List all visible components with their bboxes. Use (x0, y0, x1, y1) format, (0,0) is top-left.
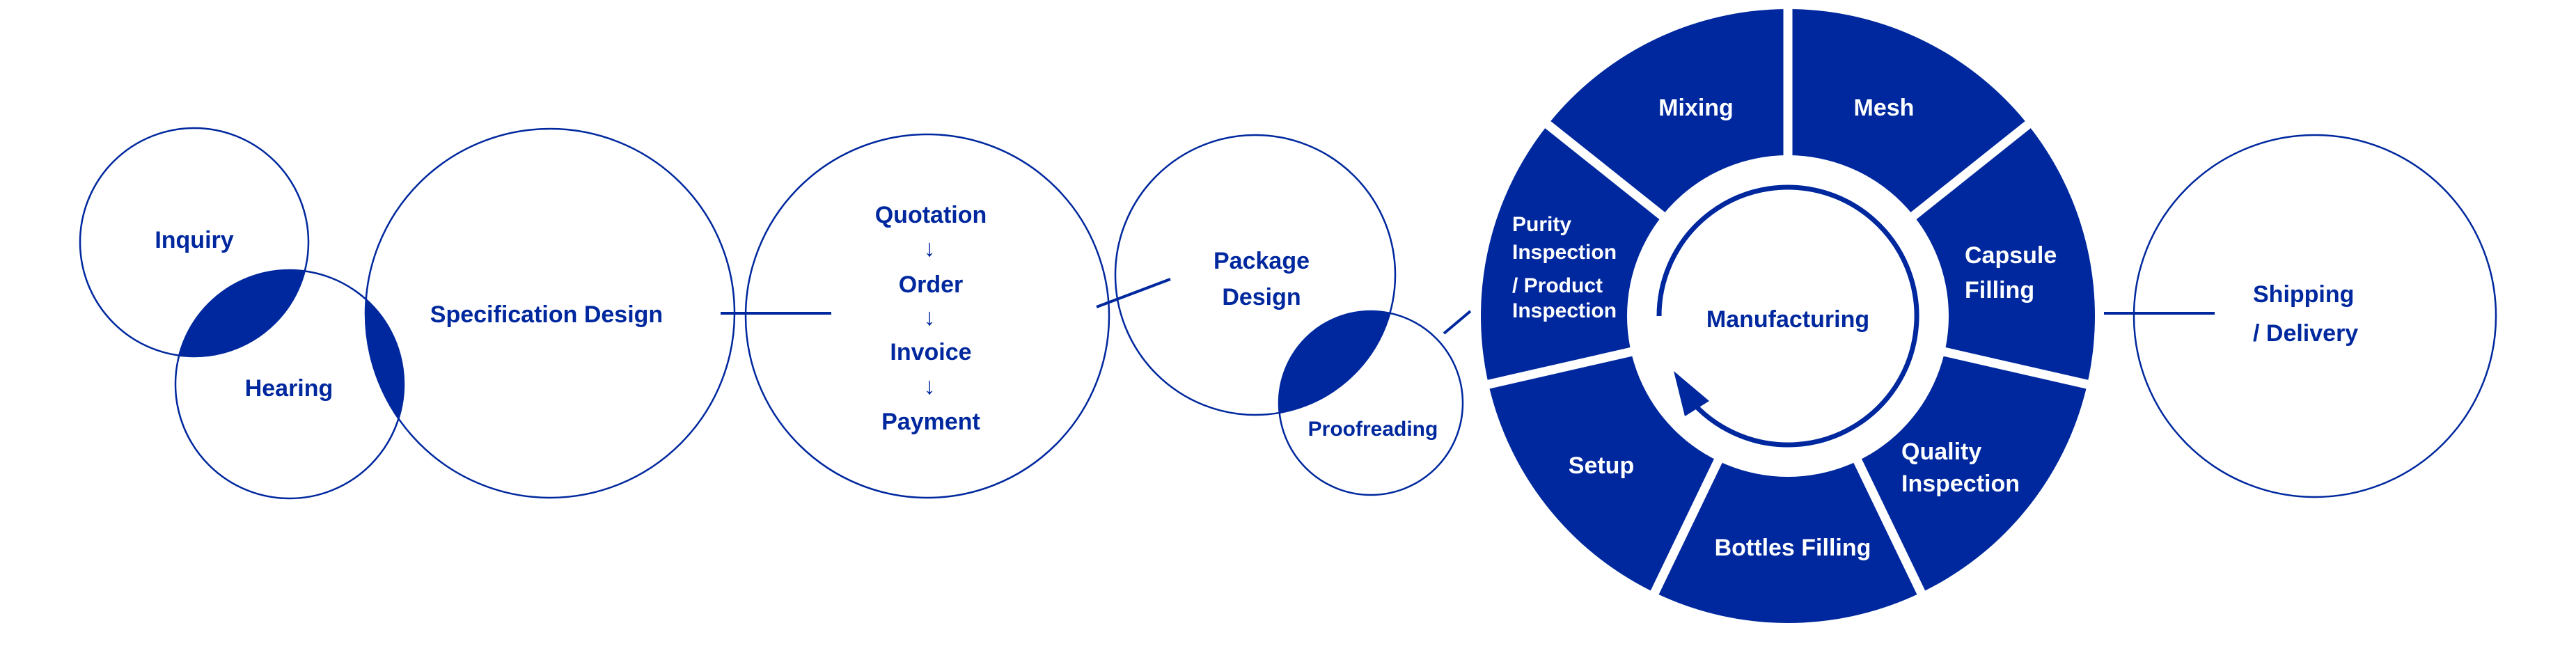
inquiry-circle (79, 127, 310, 358)
segment-purity-inspection: Purity (1512, 213, 1571, 236)
flow-invoice: Invoice (890, 339, 971, 365)
flow-order: Order (899, 271, 964, 298)
arrow-down-icon: ↓ (924, 235, 936, 262)
arrow-down-icon: ↓ (924, 304, 936, 331)
segment-mixing: Mixing (1658, 95, 1734, 121)
cycle-arrowhead-icon (1674, 371, 1709, 416)
segment-capsule-filling: Filling (1965, 277, 2034, 304)
segment-purity-inspection: Inspection (1512, 241, 1617, 264)
step-shipping: Shipping (2253, 281, 2354, 308)
segment-setup: Setup (1569, 452, 1634, 479)
segment-quality-inspection: Quality (1901, 439, 1981, 465)
segment-product-inspection: / Product (1512, 274, 1603, 297)
step-inquiry: Inquiry (155, 227, 233, 253)
wheel-center (1627, 155, 1949, 477)
step-package-design: Package (1214, 248, 1310, 274)
segment-product-inspection: Inspection (1512, 299, 1617, 322)
hearing-circle (174, 269, 405, 500)
cycle-arrow-arc (1656, 184, 1919, 448)
segment-quality-inspection: Inspection (1901, 471, 2020, 497)
connector-line (1443, 310, 1472, 335)
flow-quotation: Quotation (875, 202, 987, 228)
proofreading-circle (1278, 310, 1464, 496)
package-design-circle (1114, 134, 1397, 416)
connector-line (1096, 278, 1171, 308)
quotation-circle (744, 133, 1110, 499)
segment-bottles-filling: Bottles Filling (1715, 535, 1871, 561)
manufacturing-center-label: Manufacturing (1706, 306, 1869, 333)
step-proofreading: Proofreading (1308, 418, 1438, 441)
arrow-down-icon: ↓ (924, 373, 936, 400)
package-proofreading-overlap (1279, 311, 1395, 415)
step-specification-design: Specification Design (430, 301, 663, 328)
manufacturing-wheel (1481, 3, 2095, 623)
step-hearing: Hearing (245, 375, 333, 402)
step-package-design: Design (1222, 284, 1301, 310)
flow-payment: Payment (881, 409, 980, 435)
segment-capsule-filling: Capsule (1965, 242, 2057, 269)
segment-mesh: Mesh (1854, 95, 1915, 121)
step-delivery: / Delivery (2253, 320, 2358, 347)
shipping-circle (2133, 134, 2497, 498)
inquiry-hearing-overlap (175, 270, 308, 356)
